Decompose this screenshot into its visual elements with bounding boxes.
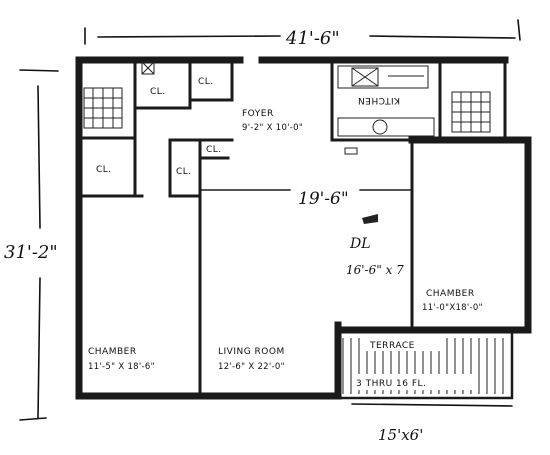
closet-label: CL. xyxy=(206,145,222,155)
chamber-right-size: 11'-0"X18'-0" xyxy=(422,303,483,313)
living-room-size: 12'-6" X 22'-0" xyxy=(218,362,285,372)
overall-width-text: 41'-6" xyxy=(285,28,340,49)
dining-name: DL xyxy=(349,236,371,252)
terrace-area xyxy=(336,328,514,407)
chamber-right-name: CHAMBER xyxy=(426,289,475,299)
left-bath-fixtures xyxy=(83,61,155,129)
overall-width-dimension: 41'-6" xyxy=(84,19,521,49)
dining-size: 16'-6" x 7 xyxy=(346,263,404,277)
kitchen-name: KITCHEN xyxy=(358,95,401,105)
terrace-size-text: 15'x6' xyxy=(378,426,423,444)
closet-label: CL. xyxy=(96,165,112,175)
chamber-left-name: CHAMBER xyxy=(88,347,137,357)
dining-marker xyxy=(362,214,378,224)
closet-label: CL. xyxy=(150,87,166,97)
foyer-name: FOYER xyxy=(242,109,274,119)
interior-walls xyxy=(77,58,442,398)
living-span-text: 19'-6" xyxy=(298,189,349,209)
closet-label: CL. xyxy=(176,167,192,177)
chamber-left-size: 11'-5" X 18'-6" xyxy=(88,362,155,372)
kitchen-fixtures xyxy=(337,65,435,155)
room-labels: CL. CL. CL. CL. CL. FOYER 9'-2" X 10'-0"… xyxy=(88,77,483,444)
terrace-name: TERRACE xyxy=(369,341,415,351)
overall-depth-text: 31'-2" xyxy=(4,242,58,263)
closet-label: CL. xyxy=(198,77,214,87)
foyer-size: 9'-2" X 10'-0" xyxy=(242,123,303,133)
right-bath-fixtures xyxy=(451,91,491,133)
living-room-name: LIVING ROOM xyxy=(218,347,285,357)
overall-depth-dimension: 31'-2" xyxy=(4,69,59,421)
terrace-floors: 3 THRU 16 FL. xyxy=(356,379,426,389)
